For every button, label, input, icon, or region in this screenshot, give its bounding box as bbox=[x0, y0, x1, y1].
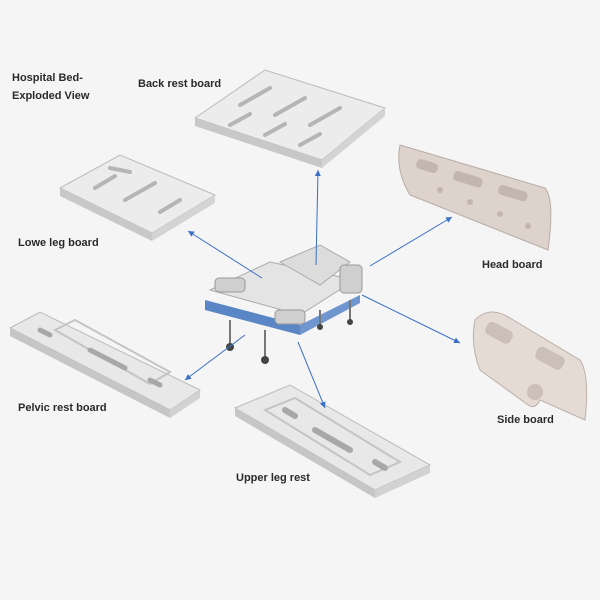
arrow-side-board bbox=[361, 294, 461, 344]
label-pelvic: Pelvic rest board bbox=[18, 402, 107, 414]
title-line-2: Exploded View bbox=[12, 90, 90, 102]
arrow-upper-leg bbox=[297, 341, 326, 409]
label-head-board: Head board bbox=[482, 259, 543, 271]
upper-leg-rest-board bbox=[233, 384, 432, 498]
label-lower-leg: Lowe leg board bbox=[18, 237, 99, 249]
arrow-lower-leg bbox=[187, 230, 263, 279]
hospital-bed bbox=[205, 244, 363, 364]
lower-leg-board bbox=[58, 154, 217, 241]
pelvic-rest-board bbox=[8, 311, 202, 418]
label-back-rest: Back rest board bbox=[138, 78, 222, 90]
arrow-back-rest bbox=[314, 169, 321, 266]
diagram-title: Hospital Bed- Exploded View bbox=[12, 69, 89, 105]
side-board bbox=[472, 311, 588, 421]
label-upper-leg: Upper leg rest bbox=[236, 472, 310, 484]
back-rest-board bbox=[193, 69, 387, 168]
arrow-pelvic bbox=[184, 334, 246, 381]
label-side-board: Side board bbox=[497, 414, 554, 426]
arrow-head-board bbox=[369, 216, 453, 267]
title-line-1: Hospital Bed- bbox=[12, 72, 83, 84]
head-board bbox=[398, 144, 552, 251]
